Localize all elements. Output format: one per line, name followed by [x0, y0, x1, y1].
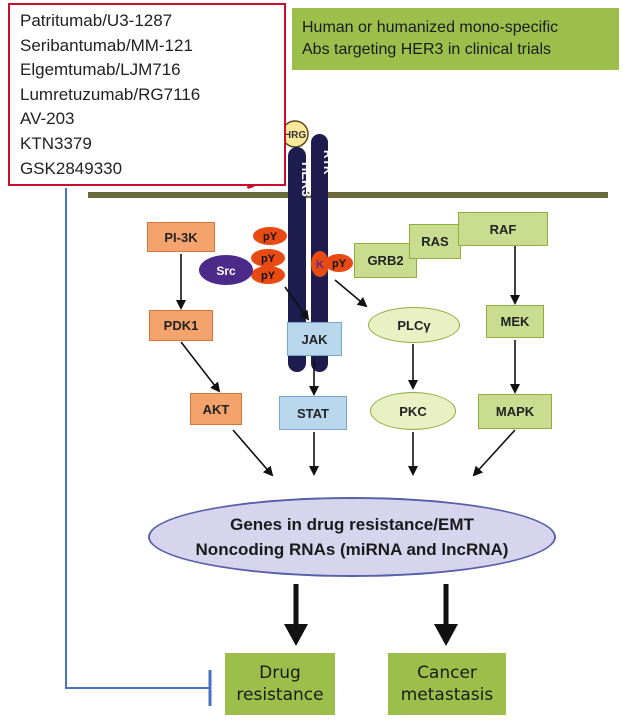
kinase-domain-icon [311, 251, 329, 277]
antibody-item: GSK2849330 [20, 158, 123, 178]
pi3k-node: PI-3K [147, 222, 215, 252]
cancer-metastasis-box: Cancer metastasis [388, 653, 506, 715]
hrg-label: HRG [284, 130, 306, 141]
pkc-node: PKC [370, 392, 456, 430]
ras-node: RAS [409, 224, 461, 259]
svg-text:pY: pY [261, 270, 276, 282]
mapk-node: MAPK [478, 394, 552, 429]
arrow-akt-genes [232, 429, 274, 477]
drug-resistance-line-1: Drug [259, 663, 301, 683]
src-node [199, 255, 253, 285]
cancer-metastasis-line-2: metastasis [400, 685, 494, 705]
antibody-list-box: Patritumab/U3-1287 Seribantumab/MM-121 E… [8, 3, 286, 186]
arrow-py-jak [284, 286, 310, 321]
arrow-py-plc [334, 279, 368, 308]
plc-gamma-node: PLCγ [368, 307, 460, 343]
title-line-1: Human or humanized mono-specific [302, 19, 559, 36]
akt-node: AKT [190, 393, 242, 425]
phospho-site-4: pY [325, 254, 353, 272]
phospho-site-3: pY [251, 266, 285, 284]
stat-node: STAT [279, 396, 347, 430]
drug-resistance-line-2: resistance [236, 685, 324, 705]
antibody-item: KTN3379 [20, 133, 92, 153]
title-box: Human or humanized mono-specific Abs tar… [292, 8, 619, 70]
title-line-2: Abs targeting HER3 in clinical trials [302, 41, 551, 58]
cell-membrane [88, 192, 608, 198]
arrow-mapk-genes [472, 429, 516, 477]
svg-text:pY: pY [332, 258, 347, 270]
svg-text:pY: pY [263, 231, 278, 243]
inhibition-line [65, 188, 210, 689]
kinase-label: K [316, 259, 324, 271]
antibody-item: Elgemtumab/LJM716 [20, 60, 181, 80]
jak-node: JAK [287, 322, 342, 356]
drug-resistance-box: Drug resistance [225, 653, 335, 715]
phospho-site-2: pY [251, 249, 285, 267]
grb2-node: GRB2 [354, 243, 417, 278]
antibody-item: Lumretuzumab/RG7116 [20, 84, 201, 104]
genes-oval: Genes in drug resistance/EMT Noncoding R… [148, 497, 556, 577]
pdk1-node: PDK1 [149, 310, 213, 341]
mek-node: MEK [486, 305, 544, 338]
antibody-item: AV-203 [20, 109, 75, 129]
phospho-site-1: pY [253, 227, 287, 245]
antibody-item: Seribantumab/MM-121 [20, 35, 193, 55]
raf-node: RAF [458, 212, 548, 246]
svg-text:pY: pY [261, 253, 276, 265]
src-label: Src [216, 264, 236, 278]
rtk-label: RTK [321, 150, 335, 175]
cancer-metastasis-line-1: Cancer [417, 663, 477, 683]
genes-line-2: Noncoding RNAs (miRNA and lncRNA) [195, 540, 509, 559]
antibody-item: Patritumab/U3-1287 [20, 11, 173, 30]
genes-line-1: Genes in drug resistance/EMT [230, 515, 474, 534]
her3-label: HER3 [299, 162, 314, 197]
arrow-pdk1-akt [180, 341, 221, 393]
